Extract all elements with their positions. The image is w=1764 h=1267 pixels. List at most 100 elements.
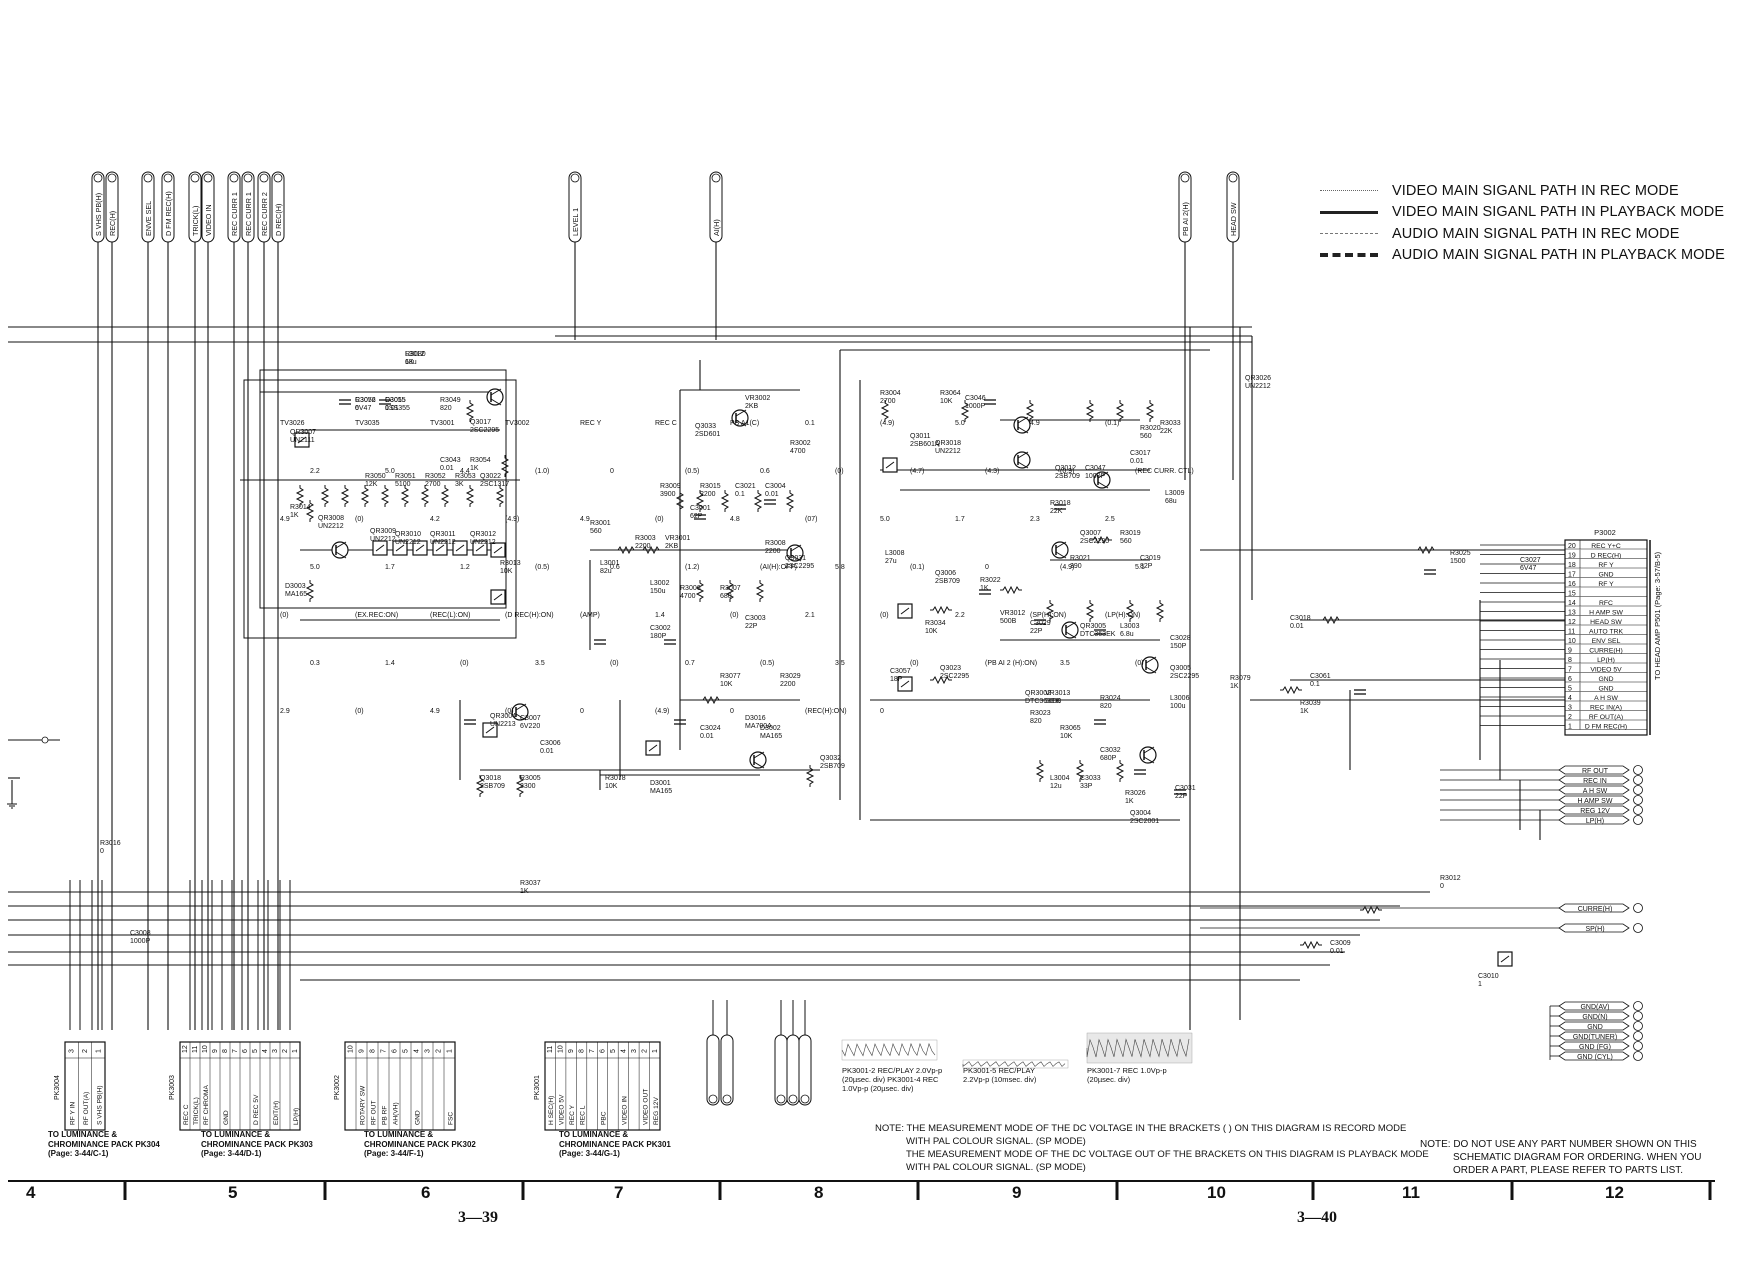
component-ref: Q3033 xyxy=(695,423,716,430)
component-ref: R3053 xyxy=(455,473,476,480)
pack-pin-label: VIDEO IN xyxy=(621,1096,628,1125)
wire xyxy=(335,541,347,549)
component-value: 68u xyxy=(1165,498,1177,505)
ground-port-label: GND xyxy=(1587,1024,1603,1031)
voltage-annotation: 4.9 xyxy=(280,516,290,523)
pack-pin-number: 5 xyxy=(610,1049,617,1053)
component-ref: R3013 xyxy=(500,560,521,567)
component-value: UN2212 xyxy=(470,539,496,546)
wire xyxy=(1055,541,1067,549)
component-ref: R3012 xyxy=(1440,875,1461,882)
resistor xyxy=(475,775,485,797)
component-ref: C3029 xyxy=(1030,620,1051,627)
signal-connector-label: AI(H) xyxy=(712,219,721,236)
component-value: 2SC2295 xyxy=(1080,538,1109,545)
signal-connector-marker xyxy=(711,173,721,183)
voltage-annotation: (0.5) xyxy=(685,468,699,475)
resistor xyxy=(1025,400,1035,422)
p3002-pin-number: 15 xyxy=(1568,591,1576,598)
component-ref: VR3001 xyxy=(665,535,690,542)
component-ref: R3014 xyxy=(290,504,311,511)
component-ref: VR3013 xyxy=(1045,690,1070,697)
p3002-pin-label: HEAD SW xyxy=(1590,619,1622,626)
pack-id: PK3002 xyxy=(334,1075,341,1100)
pack-pin-label: AH(VH) xyxy=(393,1102,400,1125)
wire xyxy=(1097,471,1109,479)
voltage-annotation: (4.9) xyxy=(1060,564,1074,571)
component-ref: QR3018 xyxy=(935,440,961,447)
component-ref: Q3023 xyxy=(940,665,961,672)
port-marker xyxy=(1633,805,1643,815)
voltage-annotation: 0.1 xyxy=(805,420,815,427)
component-value: 560 xyxy=(1120,538,1132,545)
wire xyxy=(648,744,658,752)
ground-port-label: GND(N) xyxy=(1582,1014,1607,1021)
pack-pin-number: 4 xyxy=(262,1049,269,1053)
voltage-annotation: (0.5) xyxy=(760,660,774,667)
component-value: 2SC2295 xyxy=(785,563,814,570)
voltage-annotation: (0) xyxy=(730,612,739,619)
component-value: 1K xyxy=(470,465,479,472)
voltage-annotation: 5.8 xyxy=(835,564,845,571)
component-ref: L3008 xyxy=(885,550,905,557)
wire xyxy=(490,388,502,396)
p3002-pin-number: 17 xyxy=(1568,572,1576,579)
component-value: 22K xyxy=(1160,428,1173,435)
resistor xyxy=(1155,600,1165,622)
pack-pin-number: 7 xyxy=(589,1049,596,1053)
component-ref: R3023 xyxy=(1030,710,1051,717)
p3002-pin-number: 14 xyxy=(1568,600,1576,607)
ruler-number: 6 xyxy=(421,1183,431,1202)
wire xyxy=(900,607,910,615)
component-value: 2200 xyxy=(765,548,781,555)
voltage-annotation: 0.7 xyxy=(685,660,695,667)
voltage-annotation: TV3035 xyxy=(355,420,380,427)
round-connector-marker xyxy=(800,1094,810,1104)
component-value: 0.1 xyxy=(735,491,745,498)
component-value: 180P xyxy=(650,633,667,640)
component-value: 6.8u xyxy=(1120,631,1134,638)
component-value: 4700 xyxy=(680,593,696,600)
resistor xyxy=(1045,600,1055,622)
voltage-annotation: 0 xyxy=(610,468,614,475)
ruler-number: 8 xyxy=(814,1183,824,1202)
voltage-annotation: 5.0 xyxy=(310,564,320,571)
bottom-pack xyxy=(544,1041,661,1131)
resistor xyxy=(695,580,705,602)
pack-pin-label: RF Y IN xyxy=(70,1102,77,1125)
component-ref: L3012 xyxy=(405,351,425,358)
pack-pin-number: 4 xyxy=(620,1049,627,1053)
p3002-pin-label: RF OUT(A) xyxy=(1589,714,1623,721)
component-ref: C3031 xyxy=(1175,785,1196,792)
voltage-annotation: REC C xyxy=(655,420,677,427)
output-port-label: A H SW xyxy=(1583,788,1608,795)
signal-connector xyxy=(188,171,202,243)
component-value: 5100 xyxy=(395,481,411,488)
voltage-annotation: (D REC(H):ON) xyxy=(505,612,554,619)
p3002-pin-number: 3 xyxy=(1568,705,1572,712)
signal-connector-marker xyxy=(93,173,103,183)
resistor xyxy=(1145,400,1155,422)
wire xyxy=(790,554,802,562)
component-value: 2SC2295 xyxy=(940,673,969,680)
voltage-annotation: 0.6 xyxy=(760,468,770,475)
component-ref: QR3012 xyxy=(470,531,496,538)
resistor xyxy=(960,400,970,422)
voltage-annotation: 5.1 xyxy=(1135,564,1145,571)
legend-item: VIDEO MAIN SIGANL PATH IN PLAYBACK MODE xyxy=(1320,202,1760,224)
legend-text: AUDIO MAIN SIGNAL PATH IN REC MODE xyxy=(1392,225,1680,242)
component-ref: L3009 xyxy=(1165,490,1185,497)
port-marker xyxy=(1633,923,1643,933)
voltage-annotation: (0.1) xyxy=(910,564,924,571)
component-value: 0.01 xyxy=(1130,458,1144,465)
component-ref: L3001 xyxy=(600,560,620,567)
signal-connector xyxy=(201,171,215,243)
resistor xyxy=(695,490,705,512)
pack-pin-number: 1 xyxy=(292,1049,299,1053)
pack-pin-number: 6 xyxy=(392,1049,399,1053)
waveform-thumbnail xyxy=(841,1039,938,1061)
port-marker xyxy=(1633,775,1643,785)
voltage-annotation: (PB AI 2 (H):ON) xyxy=(985,660,1037,667)
signal-connector-marker xyxy=(570,173,580,183)
